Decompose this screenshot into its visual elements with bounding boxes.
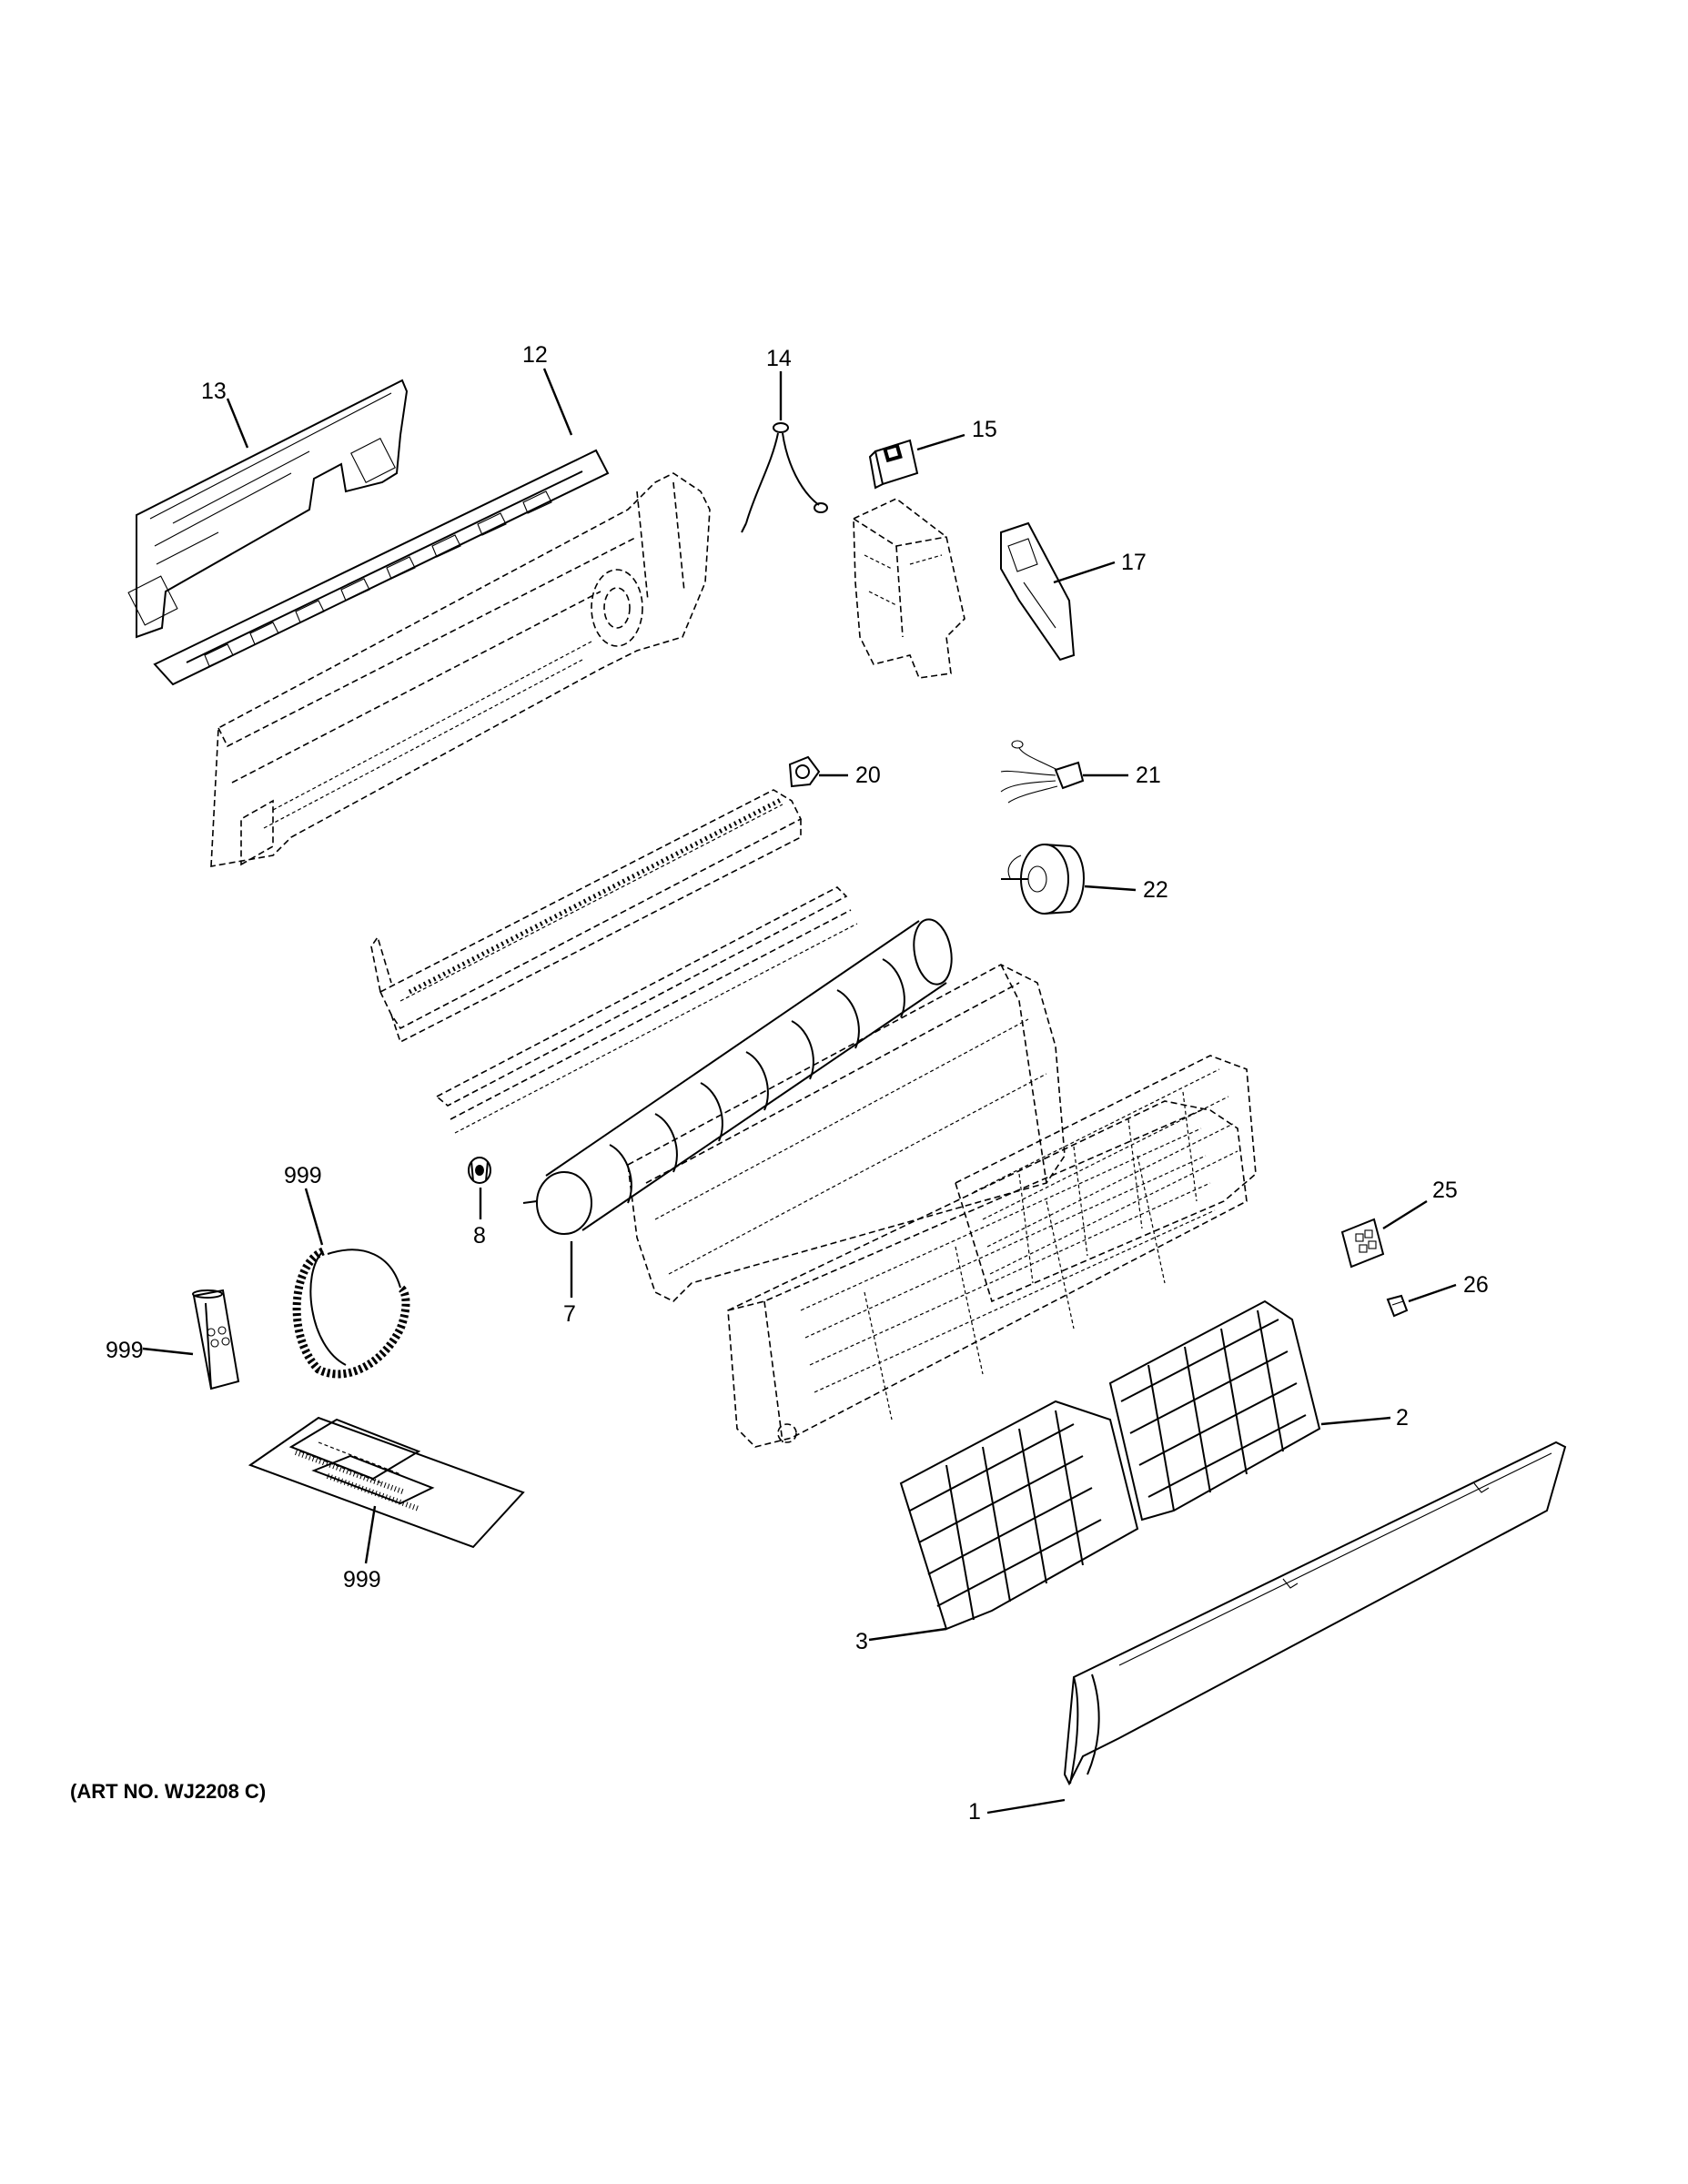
callout-7: 7: [563, 1301, 576, 1327]
callout-8: 8: [473, 1223, 486, 1249]
art-number-label: (ART NO. WJ2208 C): [70, 1780, 267, 1803]
part-14-thermistor: [741, 422, 828, 533]
callout-999-remote: 999: [106, 1338, 144, 1363]
leader-1: [986, 1798, 1066, 1815]
leader-2: [1320, 1416, 1391, 1426]
part-front-cabinet: [727, 1100, 1248, 1448]
part-8-bearing: [468, 1157, 491, 1184]
callout-26: 26: [1463, 1272, 1489, 1298]
callout-25: 25: [1432, 1178, 1458, 1203]
callout-22: 22: [1143, 877, 1168, 903]
part-25-display-board: [1340, 1218, 1385, 1269]
leader-22: [1084, 885, 1137, 892]
leader-17: [1053, 561, 1116, 584]
leader-999-hose: [304, 1188, 324, 1246]
part-21-wire-harness: [1000, 740, 1085, 804]
part-heat-exchanger: [955, 1055, 1257, 1303]
leader-3: [868, 1627, 947, 1642]
callout-999-hose: 999: [284, 1163, 322, 1188]
callout-14: 14: [766, 346, 792, 371]
part-999-drain-hose: [292, 1247, 410, 1379]
callout-21: 21: [1136, 763, 1161, 788]
part-12-grille: [153, 449, 610, 686]
callout-2: 2: [1396, 1405, 1409, 1431]
part-rear-chassis: [210, 472, 711, 867]
part-3-air-filter-left: [899, 1400, 1139, 1631]
leader-15: [916, 433, 965, 451]
leader-26: [1408, 1283, 1457, 1303]
leader-12: [542, 368, 573, 436]
callout-3: 3: [855, 1629, 868, 1654]
part-drain-pan: [370, 789, 858, 1134]
part-22-fan-motor: [1001, 844, 1085, 915]
callout-20: 20: [855, 763, 881, 788]
part-15-box: [868, 439, 919, 490]
part-17-pcb: [1000, 521, 1076, 662]
part-1-front-panel: [1063, 1441, 1567, 1786]
part-13-mounting-plate: [127, 379, 409, 639]
callout-1: 1: [968, 1799, 981, 1825]
leader-999-remote: [142, 1347, 194, 1356]
callout-12: 12: [522, 342, 548, 368]
callout-999-manual: 999: [343, 1567, 381, 1592]
callout-15: 15: [972, 417, 997, 442]
part-26-clip: [1386, 1294, 1409, 1318]
callout-13: 13: [201, 379, 227, 404]
part-999-manuals: [248, 1416, 525, 1549]
part-control-box: [853, 498, 965, 679]
part-999-remote-control: [192, 1289, 240, 1390]
leader-13: [226, 398, 249, 449]
part-evaporator-frame: [627, 964, 1066, 1302]
part-2-air-filter-right: [1108, 1299, 1321, 1522]
leader-999-manual: [364, 1505, 377, 1564]
part-7-blower-wheel: [522, 918, 953, 1235]
leader-25: [1382, 1199, 1428, 1230]
callout-17: 17: [1121, 550, 1147, 575]
part-20-step-motor: [788, 755, 821, 788]
